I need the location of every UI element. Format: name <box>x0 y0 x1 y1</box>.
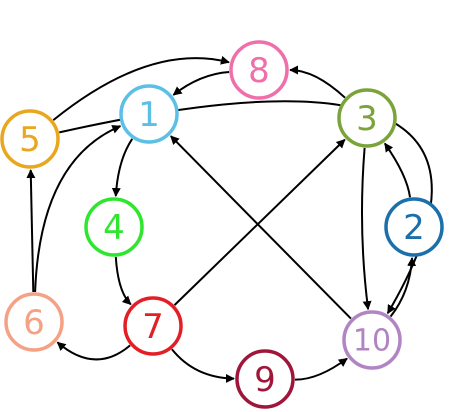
node-5-circle <box>0 109 60 169</box>
node-4: 4 <box>84 197 144 257</box>
node-3: 3 <box>337 88 397 148</box>
edges-layer <box>26 55 433 383</box>
edge-9-to-10 <box>294 357 348 381</box>
edge-7-to-6 <box>56 341 131 361</box>
node-1: 1 <box>119 84 179 144</box>
edge-1-to-4 <box>111 138 134 197</box>
edge-10-to-2 <box>389 257 417 318</box>
node-10-circle <box>342 310 402 370</box>
node-2: 2 <box>384 197 444 257</box>
node-5: 5 <box>0 109 60 169</box>
node-3-label: 3 <box>356 99 378 139</box>
node-8: 8 <box>229 40 289 100</box>
node-7-circle <box>123 296 183 356</box>
node-8-label: 8 <box>248 51 270 91</box>
edge-4-to-7 <box>114 256 132 306</box>
edge-2-to-3 <box>383 142 411 198</box>
node-4-circle <box>84 197 144 257</box>
edge-7-to-9 <box>171 348 235 383</box>
node-9: 9 <box>235 349 295 409</box>
edge-10-to-1 <box>170 135 352 320</box>
edge-5-to-8 <box>52 55 230 121</box>
nodes-layer: 1 2 3 4 5 6 7 8 9 10 <box>0 40 444 409</box>
node-2-label: 2 <box>403 208 425 248</box>
node-5-label: 5 <box>19 120 41 160</box>
edge-3-to-8 <box>289 65 346 99</box>
edge-6-to-5 <box>26 169 36 293</box>
node-6-label: 6 <box>23 303 45 343</box>
node-10-label: 10 <box>353 324 391 359</box>
edge-7-to-3 <box>173 138 346 306</box>
node-9-circle <box>235 349 295 409</box>
node-2-circle <box>384 197 444 257</box>
edge-3-to-10 <box>360 147 372 311</box>
node-7-label: 7 <box>142 307 164 347</box>
node-9-label: 9 <box>254 360 276 400</box>
node-6: 6 <box>4 292 64 352</box>
node-10: 10 <box>342 310 402 370</box>
node-3-circle <box>337 88 397 148</box>
node-7: 7 <box>123 296 183 356</box>
node-1-circle <box>119 84 179 144</box>
edge-8-to-1 <box>172 71 230 96</box>
node-4-label: 4 <box>103 208 125 248</box>
node-6-circle <box>4 292 64 352</box>
node-8-circle <box>229 40 289 100</box>
edge-6-to-1 <box>34 125 122 293</box>
node-1-label: 1 <box>138 95 160 135</box>
